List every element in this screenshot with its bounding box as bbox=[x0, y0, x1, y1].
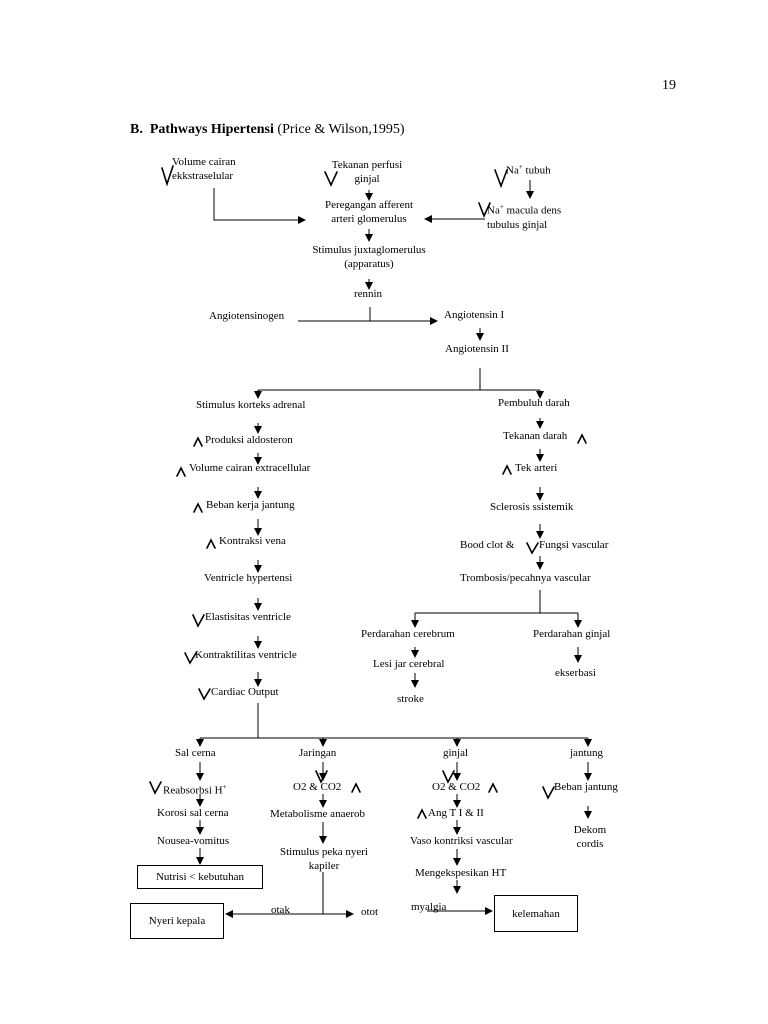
heading-citation: (Price & Wilson,1995) bbox=[277, 122, 405, 137]
label-otak: otak bbox=[271, 904, 290, 916]
na-macula-charge: + bbox=[499, 203, 504, 211]
node-o2-co2-jaringan: O2 & CO2 bbox=[293, 781, 342, 793]
increase-icon bbox=[577, 433, 587, 444]
decrease-icon bbox=[315, 770, 328, 784]
node-elastisitas: Elastisitas ventricle bbox=[205, 611, 291, 623]
arrow-volume-to-peregangan bbox=[213, 188, 306, 224]
node-na-tubuh: Na+ tubuh bbox=[506, 160, 551, 178]
node-stimulus-korteks: Stimulus korteks adrenal bbox=[196, 399, 306, 411]
node-rennin: rennin bbox=[353, 288, 383, 300]
page-heading: B. Pathways Hipertensi (Price & Wilson,1… bbox=[130, 122, 405, 138]
node-ekserbasi: ekserbasi bbox=[555, 667, 596, 679]
reabsorbsi-text: Reabsorbsi H bbox=[163, 784, 223, 797]
node-tekanan-darah: Tekanan darah bbox=[503, 430, 568, 442]
node-trombosis: Trombosis/pecahnya vascular bbox=[460, 572, 591, 584]
increase-icon bbox=[193, 436, 203, 447]
decrease-icon bbox=[442, 770, 455, 784]
label-otot: otot bbox=[361, 906, 379, 918]
label-myalgia: myalgia bbox=[411, 901, 447, 913]
node-perdarahan-cerebrum: Perdarahan cerebrum bbox=[361, 628, 455, 640]
increase-icon bbox=[502, 464, 512, 475]
node-jaringan: Jaringan bbox=[299, 747, 337, 759]
reabsorbsi-charge: + bbox=[222, 783, 227, 791]
node-nousea: Nousea-vomitus bbox=[157, 835, 230, 847]
node-angiotensinogen: Angiotensinogen bbox=[209, 310, 285, 322]
na-tubuh-text: tubuh bbox=[522, 164, 551, 177]
node-ginjal: ginjal bbox=[443, 747, 469, 759]
node-beban-kerja: Beban kerja jantung bbox=[206, 499, 295, 511]
node-perdarahan-ginjal: Perdarahan ginjal bbox=[533, 628, 611, 640]
box-nutrisi: Nutrisi < kebutuhan bbox=[137, 865, 263, 889]
node-angiotensin-1: Angiotensin I bbox=[444, 309, 505, 321]
decrease-icon bbox=[192, 614, 205, 628]
node-stimulus-peka: Stimulus peka nyeri kapiler bbox=[280, 846, 368, 872]
decrease-icon bbox=[478, 202, 491, 219]
na-tubuh-charge: + bbox=[518, 163, 523, 171]
node-kontraksi-vena: Kontraksi vena bbox=[219, 535, 286, 547]
decrease-icon bbox=[494, 169, 508, 189]
node-fungsi-vascular: Fungsi vascular bbox=[539, 539, 609, 551]
node-tek-arteri: Tek arteri bbox=[515, 462, 558, 474]
decrease-icon bbox=[161, 165, 174, 187]
node-bood-clot: Bood clot & bbox=[460, 539, 515, 551]
node-volume-extracellular: Volume cairan extracellular bbox=[189, 462, 311, 474]
node-reabsorbsi: Reabsorbsi H+ bbox=[163, 780, 227, 798]
node-mengekspesikan: Mengekspesikan HT bbox=[415, 867, 507, 879]
node-o2-co2-ginjal: O2 & CO2 bbox=[432, 781, 481, 793]
box-nyeri-kepala: Nyeri kepala bbox=[130, 903, 224, 939]
node-sal-cerna: Sal cerna bbox=[175, 747, 216, 759]
increase-icon bbox=[417, 808, 427, 819]
node-ang-t: Ang T I & II bbox=[428, 807, 484, 819]
heading-label: B. bbox=[130, 122, 143, 137]
na-tubuh-symbol: Na bbox=[506, 164, 519, 177]
node-kontraktilitas: Kontraktilitas ventricle bbox=[195, 649, 297, 661]
node-korosi: Korosi sal cerna bbox=[157, 807, 229, 819]
decrease-icon bbox=[526, 542, 539, 555]
node-pembuluh-darah: Pembuluh darah bbox=[498, 397, 570, 409]
increase-icon bbox=[488, 782, 498, 793]
node-vaso-kontriksi: Vaso kontriksi vascular bbox=[410, 835, 513, 847]
increase-icon bbox=[351, 782, 361, 793]
node-volume-cairan: Volume cairan ekkstraselular bbox=[172, 156, 236, 182]
node-stroke: stroke bbox=[397, 693, 424, 705]
decrease-icon bbox=[198, 688, 211, 701]
node-beban-jantung: Beban jantung bbox=[554, 781, 618, 793]
node-na-macula: Na+ macula dens tubulus ginjal bbox=[487, 200, 569, 232]
node-angiotensin-2: Angiotensin II bbox=[445, 343, 509, 355]
increase-icon bbox=[193, 502, 203, 513]
decrease-icon bbox=[542, 786, 555, 800]
node-metabolisme: Metabolisme anaerob bbox=[270, 808, 365, 820]
decrease-icon bbox=[149, 781, 162, 795]
na-macula-text: macula dens tubulus ginjal bbox=[487, 204, 562, 231]
increase-icon bbox=[206, 538, 216, 549]
decrease-icon bbox=[184, 652, 197, 665]
increase-icon bbox=[176, 466, 186, 477]
node-produksi-aldosteron: Produksi aldosteron bbox=[205, 434, 293, 446]
node-dekom-cordis: Dekom cordis bbox=[573, 824, 607, 850]
decrease-icon bbox=[324, 171, 338, 187]
node-cardiac-output: Cardiac Output bbox=[211, 686, 279, 698]
node-tekanan-perfusi: Tekanan perfusi ginjal bbox=[331, 159, 403, 185]
na-macula-symbol: Na bbox=[487, 204, 500, 217]
node-stimulus-juxtaglomerulus: Stimulus juxtaglomerulus (apparatus) bbox=[312, 244, 426, 270]
heading-title: Pathways Hipertensi bbox=[149, 122, 274, 137]
node-sclerosis: Sclerosis ssistemik bbox=[490, 501, 574, 513]
node-peregangan: Peregangan afferent arteri glomerulus bbox=[324, 199, 414, 225]
node-jantung: jantung bbox=[570, 747, 603, 759]
node-ventricle-hypertensi: Ventricle hypertensi bbox=[204, 572, 293, 584]
box-kelemahan: kelemahan bbox=[494, 895, 578, 932]
node-lesi-jar-cerebral: Lesi jar cerebral bbox=[373, 658, 445, 670]
page-number: 19 bbox=[662, 78, 676, 93]
